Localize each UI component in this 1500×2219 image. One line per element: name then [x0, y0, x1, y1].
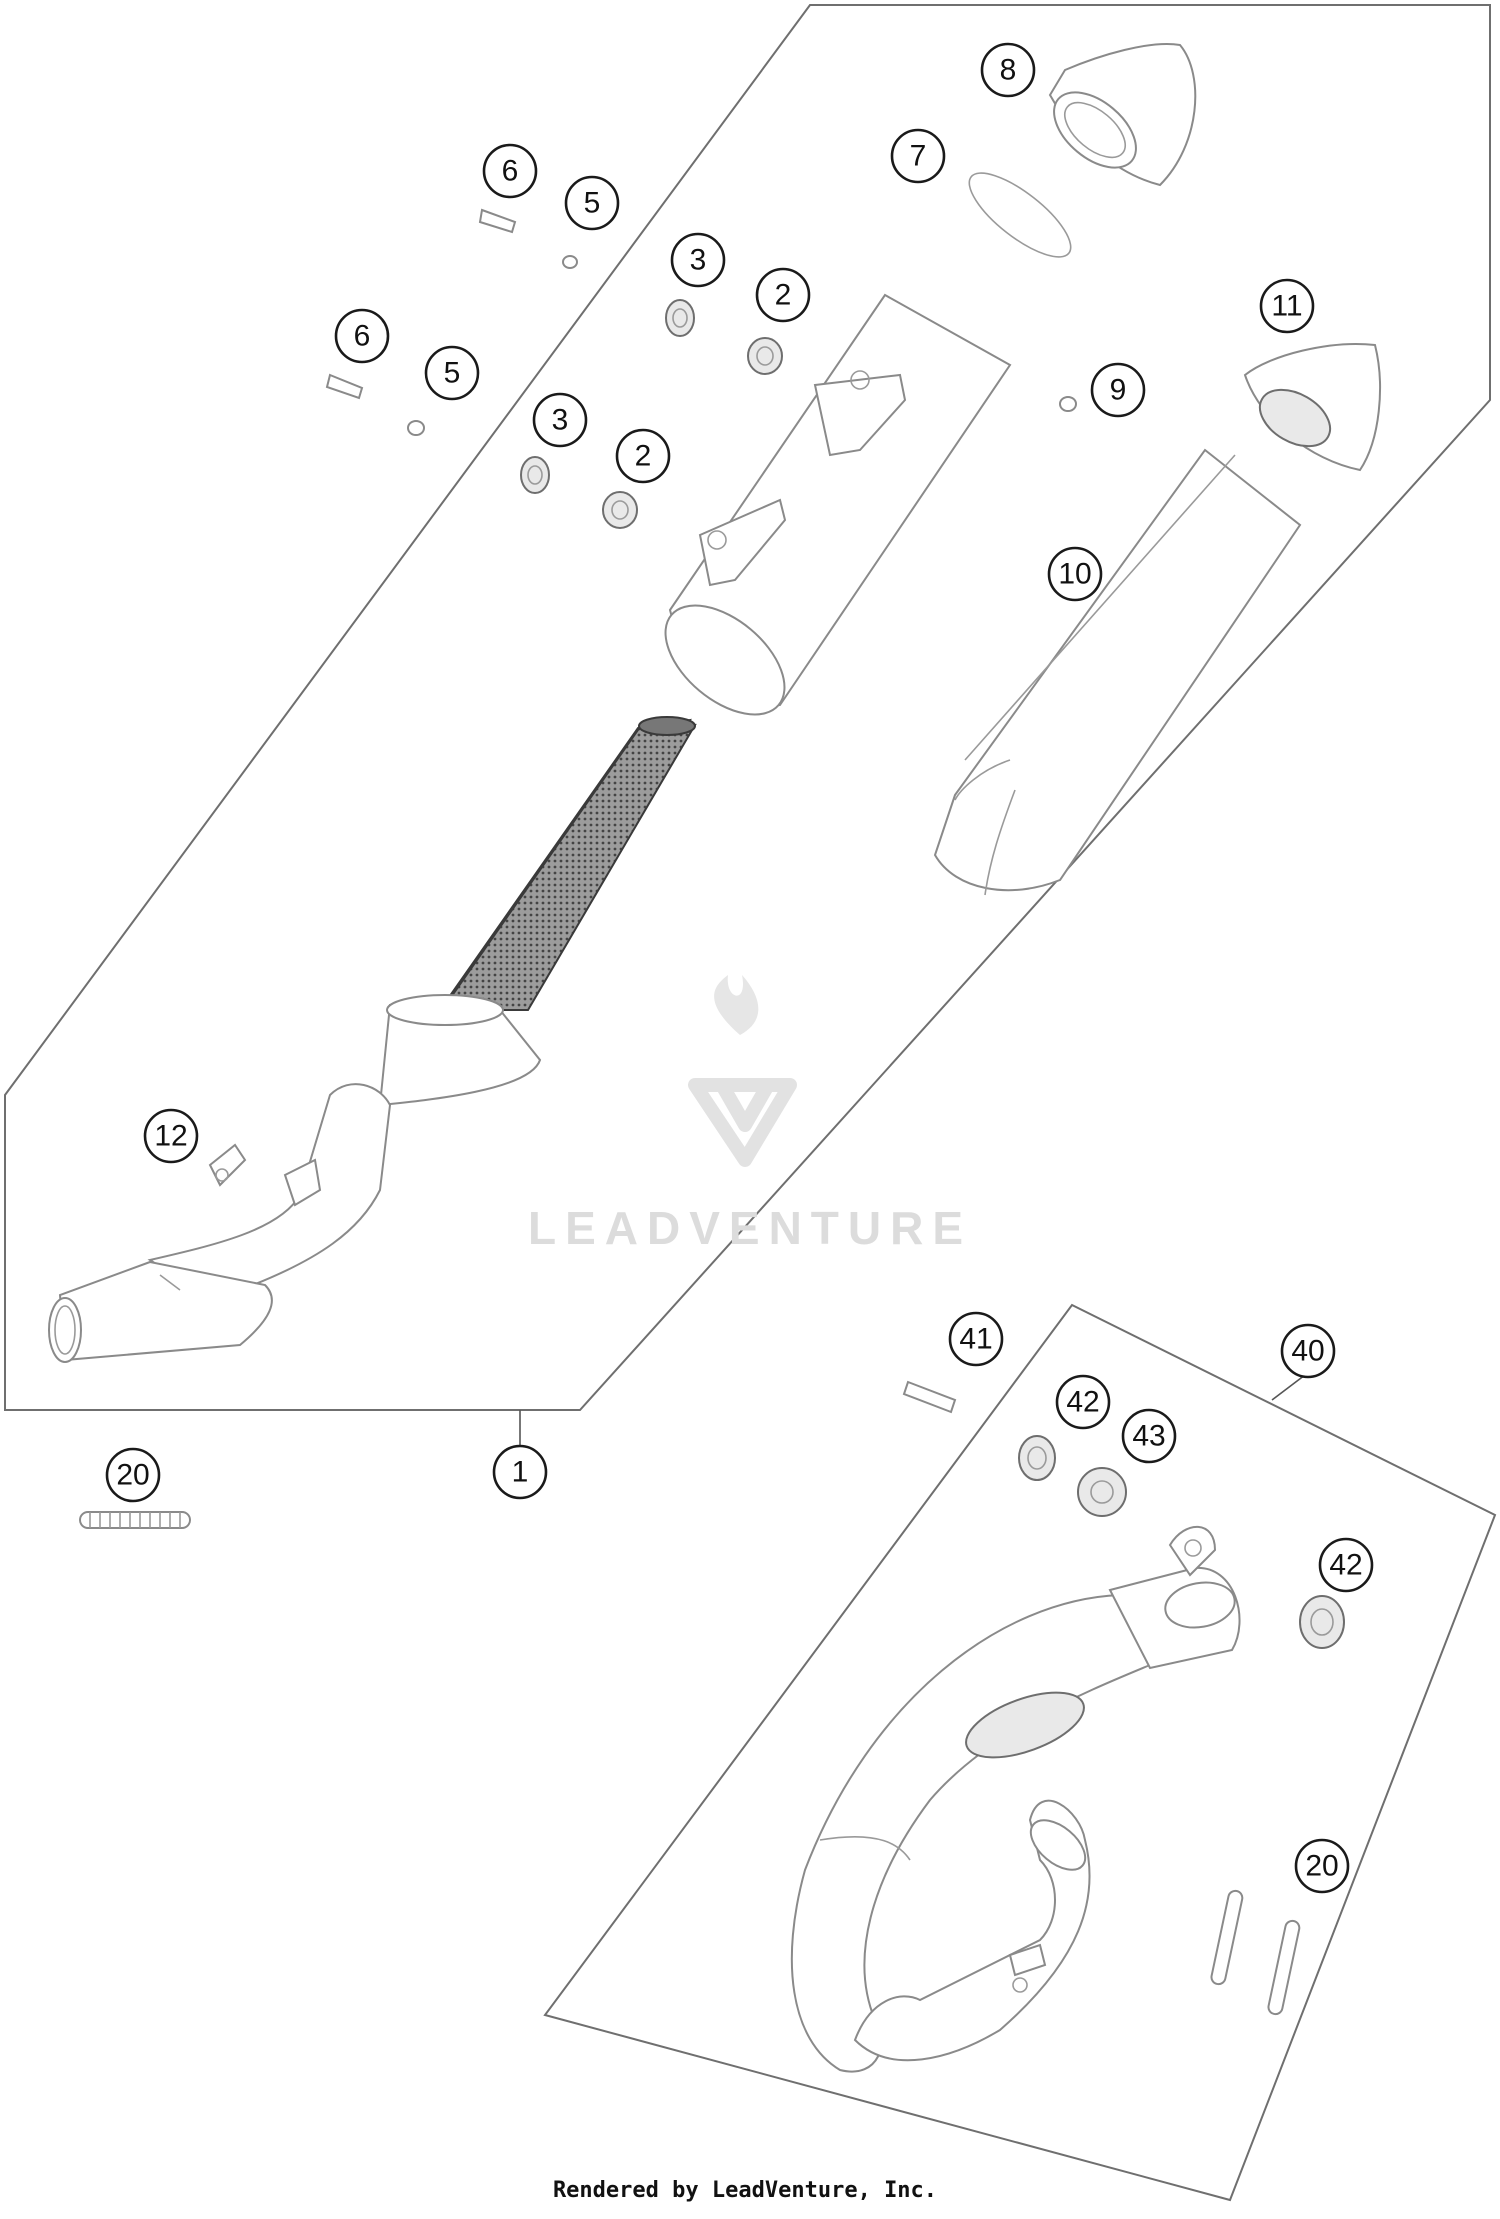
screw-6b-part[interactable] [325, 373, 364, 400]
svg-text:41: 41 [959, 1323, 992, 1356]
svg-text:3: 3 [690, 244, 707, 277]
v-logo-icon [688, 1078, 797, 1167]
end-cap-part[interactable] [1040, 43, 1197, 187]
svg-text:20: 20 [1305, 1850, 1338, 1883]
callout-9: 9 [1090, 362, 1146, 418]
callout-40: 40 [1280, 1323, 1336, 1379]
leadventure-watermark: LEADVENTURE [528, 975, 972, 1254]
manifold-assembly-frame [543, 1303, 1497, 2202]
header-pipe-part[interactable] [790, 1525, 1241, 2073]
bushing-42b-part[interactable] [1299, 1595, 1345, 1649]
callout-2b: 2 [615, 428, 671, 484]
callout-11: 11 [1259, 278, 1315, 334]
svg-text:43: 43 [1132, 1420, 1165, 1453]
svg-text:6: 6 [354, 320, 371, 353]
clamp-12-part[interactable] [208, 1143, 247, 1187]
tail-pipe-part[interactable] [48, 994, 542, 1363]
end-cap-small-part[interactable] [1243, 343, 1381, 472]
svg-text:40: 40 [1291, 1335, 1324, 1368]
svg-text:6: 6 [502, 155, 519, 188]
gasket-part[interactable] [958, 159, 1083, 270]
svg-text:5: 5 [584, 187, 601, 220]
perforated-insert-part[interactable] [438, 716, 745, 1011]
callout-42a: 42 [1055, 1374, 1111, 1430]
callout-20a: 20 [105, 1447, 161, 1503]
callout-7: 7 [890, 128, 946, 184]
callout-41: 41 [948, 1311, 1004, 1367]
muffler-assembly-frame [4, 4, 1491, 1411]
callout-20b: 20 [1294, 1838, 1350, 1894]
callout-42b: 42 [1318, 1537, 1374, 1593]
svg-text:20: 20 [116, 1459, 149, 1492]
callout-2a: 2 [755, 267, 811, 323]
callout-1: 1 [492, 1444, 548, 1500]
callout-3b: 3 [532, 392, 588, 448]
callout-6b: 6 [334, 308, 390, 364]
svg-text:5: 5 [444, 357, 461, 390]
screw-6a-part[interactable] [478, 208, 517, 234]
callout-12: 12 [143, 1108, 199, 1164]
callout-3a: 3 [670, 232, 726, 288]
callout-8: 8 [980, 42, 1036, 98]
svg-text:1: 1 [512, 1456, 529, 1489]
svg-text:12: 12 [154, 1120, 187, 1153]
svg-text:9: 9 [1110, 374, 1127, 407]
render-credit: Rendered by LeadVenture, Inc. [553, 2178, 937, 2203]
screw-41-part[interactable] [902, 1380, 957, 1414]
svg-text:2: 2 [635, 440, 652, 473]
grommet-43-part[interactable] [1077, 1467, 1127, 1517]
bushing-42a-part[interactable] [1018, 1435, 1056, 1481]
svg-text:42: 42 [1066, 1386, 1099, 1419]
callout-10: 10 [1047, 546, 1103, 602]
bushing-3a-part[interactable] [665, 299, 695, 337]
svg-text:7: 7 [910, 140, 927, 173]
callout-6a: 6 [482, 143, 538, 199]
callout-5b: 5 [424, 345, 480, 401]
washer-5a-part[interactable] [562, 255, 578, 269]
watermark-text: LEADVENTURE [528, 1202, 972, 1254]
svg-text:3: 3 [552, 404, 569, 437]
silencer-sleeve-part[interactable] [933, 448, 1302, 896]
leader-40 [1271, 1374, 1306, 1401]
bushing-3b-part[interactable] [520, 456, 550, 494]
flame-logo-icon [714, 975, 759, 1035]
spring-20a-part[interactable] [79, 1511, 191, 1529]
callout-5a: 5 [564, 175, 620, 231]
silencer-body-part[interactable] [646, 293, 1012, 736]
rivet-9-part[interactable] [1059, 396, 1077, 412]
svg-text:2: 2 [775, 279, 792, 312]
svg-text:42: 42 [1329, 1549, 1362, 1582]
callout-43: 43 [1121, 1408, 1177, 1464]
svg-text:8: 8 [1000, 54, 1017, 87]
svg-text:10: 10 [1058, 558, 1091, 591]
svg-text:11: 11 [1271, 290, 1302, 323]
spring-20b-part[interactable] [1210, 1889, 1301, 2016]
grommet-2a-part[interactable] [747, 337, 783, 375]
washer-5b-part[interactable] [407, 420, 425, 436]
grommet-2b-part[interactable] [602, 491, 638, 529]
